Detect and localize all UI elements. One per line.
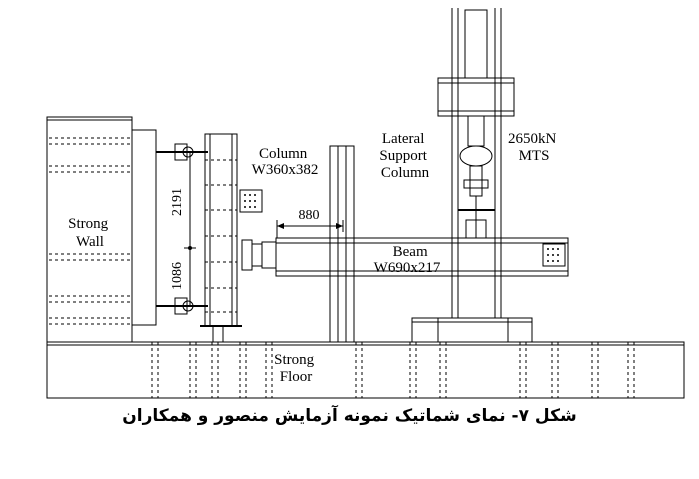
strong-floor-label: Strong Floor xyxy=(274,352,318,385)
column-label: Column W360x382 xyxy=(252,146,319,178)
strong-wall-label: Strong Wall xyxy=(68,216,112,250)
beam xyxy=(241,237,569,277)
beam-label: Beam W690x217 xyxy=(374,244,441,276)
strong-floor xyxy=(46,341,685,399)
figure-caption: شکل ۷- نمای شماتیک نمونه آزمایش منصور و … xyxy=(122,406,577,426)
vertical-dimension xyxy=(184,151,196,307)
lateral-support-label: Lateral Support Column xyxy=(379,131,430,181)
dimension-upper-label: 2191 xyxy=(170,188,185,216)
mts-actuator xyxy=(411,8,533,343)
strong-wall xyxy=(46,116,157,343)
dimension-lower-label: 1086 xyxy=(170,262,185,290)
dimension-horizontal-label: 880 xyxy=(299,208,320,223)
column xyxy=(156,133,263,343)
mts-label: 2650kN MTS xyxy=(508,131,560,164)
test-setup-diagram: Strong Wall Column W360x382 Lateral Supp… xyxy=(46,8,685,399)
lateral-support-column xyxy=(329,145,355,343)
